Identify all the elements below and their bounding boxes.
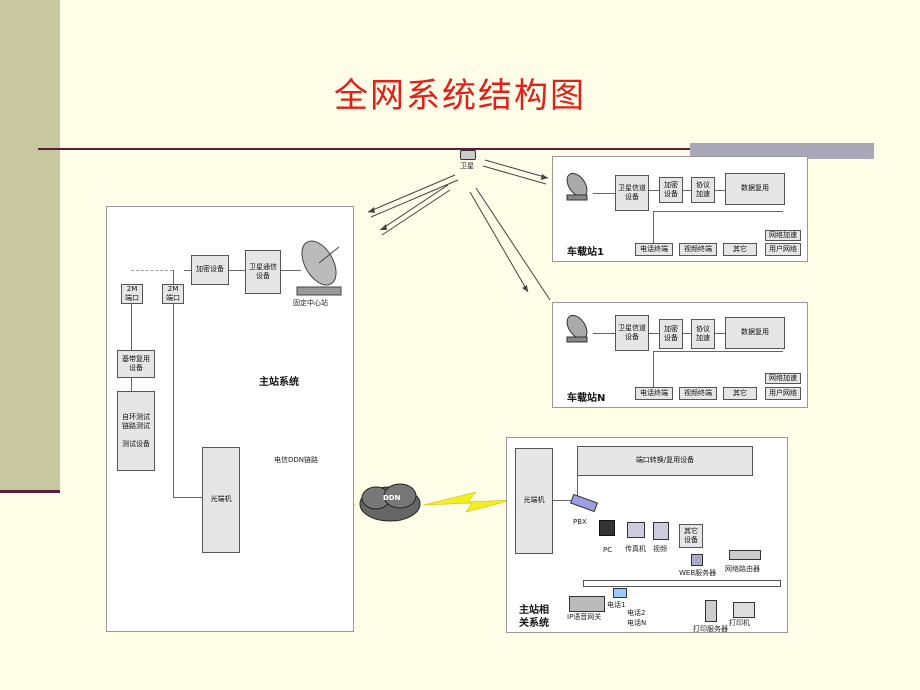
other-device: 其它 <box>723 387 757 400</box>
other-device: 其它 设备 <box>679 524 703 548</box>
phone-icon <box>613 588 627 598</box>
web-server-icon <box>691 554 703 566</box>
phone-terminal: 电话终端 <box>635 387 673 400</box>
phonen-label: 电话N <box>627 619 647 627</box>
fax-icon <box>627 522 645 538</box>
printer-label: 打印机 <box>729 619 750 627</box>
web-server-label: WEB服务器 <box>679 569 717 577</box>
port-2m-a: 2M 端口 <box>121 284 143 304</box>
fax-label: 传真机 <box>625 545 646 553</box>
mobile-station-label: 车载站1 <box>567 247 604 258</box>
main-optical-terminal: 光端机 <box>202 447 240 553</box>
dish-icon <box>296 240 342 296</box>
dish-icon <box>566 172 588 201</box>
title-accent-bar <box>690 143 874 159</box>
phone2-label: 电话2 <box>627 609 646 617</box>
related-system-label: 主站相 关系统 <box>519 605 549 629</box>
phone1-label: 电话1 <box>607 601 626 609</box>
ddn-label: DDN <box>383 494 401 502</box>
related-system-panel: 光端机 端口转换/复用设备 其它 设备 PBX PC 传真机 视频 WEB服务器… <box>506 437 788 633</box>
data-mux: 数据复用 <box>725 317 785 349</box>
video-icon <box>653 522 669 540</box>
main-station-label: 主站系统 <box>259 377 299 388</box>
satellite-icon <box>460 150 476 160</box>
port-mux-device: 端口转换/复用设备 <box>577 446 753 476</box>
mobile-station-n: 卫星信道 设备 加密 设备 协议 加速 数据复用 网络加速 电话终端 视频终端 … <box>552 302 808 408</box>
printer-icon <box>733 602 755 618</box>
pbx-label: PBX <box>573 518 587 526</box>
main-station-panel: 2M 端口 2M 端口 加密设备 卫星通信 设备 基带复用 设备 自环测试 链路… <box>106 206 354 632</box>
dish-icon <box>566 314 588 343</box>
pc-icon <box>599 520 615 536</box>
left-decor-band <box>0 0 60 490</box>
video-terminal: 视频终端 <box>679 387 717 400</box>
video-terminal: 视频终端 <box>679 243 717 256</box>
mobile-station-label: 车载站N <box>567 393 606 404</box>
ddn-cloud-icon <box>359 483 421 522</box>
user-network: 用户网络 <box>765 387 801 400</box>
port-2m-b: 2M 端口 <box>162 284 184 304</box>
print-server-icon <box>705 600 717 622</box>
print-server-label: 打印服务器 <box>693 625 728 633</box>
pc-label: PC <box>603 546 613 554</box>
link-label: 电信DDN链路 <box>274 456 319 464</box>
sat-channel-device: 卫星信道 设备 <box>615 315 649 351</box>
user-network: 用户网络 <box>765 243 801 256</box>
protocol-accel: 协议 加速 <box>691 177 715 203</box>
satellite-label: 卫星 <box>460 162 474 170</box>
protocol-accel: 协议 加速 <box>691 319 715 349</box>
sat-channel-device: 卫星信道 设备 <box>615 175 649 211</box>
router-label: 网络路由器 <box>725 565 760 573</box>
net-accel: 网络加速 <box>765 373 801 384</box>
page-title: 全网系统结构图 <box>334 76 586 116</box>
encrypt-device: 加密 设备 <box>659 319 683 349</box>
ip-gateway-icon <box>569 596 605 612</box>
test-device: 自环测试 链路测试 测试设备 <box>117 391 155 471</box>
video-label: 视频 <box>653 545 667 553</box>
base-mux-device: 基带复用 设备 <box>117 350 155 378</box>
dish-label: 固定中心站 <box>293 299 328 307</box>
other-device: 其它 <box>723 243 757 256</box>
net-accel: 网络加速 <box>765 230 801 241</box>
sat-comm-device: 卫星通信 设备 <box>245 250 281 294</box>
mobile-station-1: 卫星信道 设备 加密 设备 协议 加速 数据复用 网络加速 电话终端 视频终端 … <box>552 156 808 262</box>
ip-gateway-label: IP语音网关 <box>567 613 602 621</box>
phone-terminal: 电话终端 <box>635 243 673 256</box>
pbx-icon <box>570 493 598 513</box>
encrypt-device: 加密 设备 <box>659 177 683 203</box>
left-decor-line <box>0 490 60 493</box>
router-icon <box>729 550 761 560</box>
related-optical-terminal: 光端机 <box>515 448 553 554</box>
data-mux: 数据复用 <box>725 173 785 205</box>
title-divider <box>38 148 874 150</box>
encrypt-device: 加密设备 <box>191 255 229 285</box>
